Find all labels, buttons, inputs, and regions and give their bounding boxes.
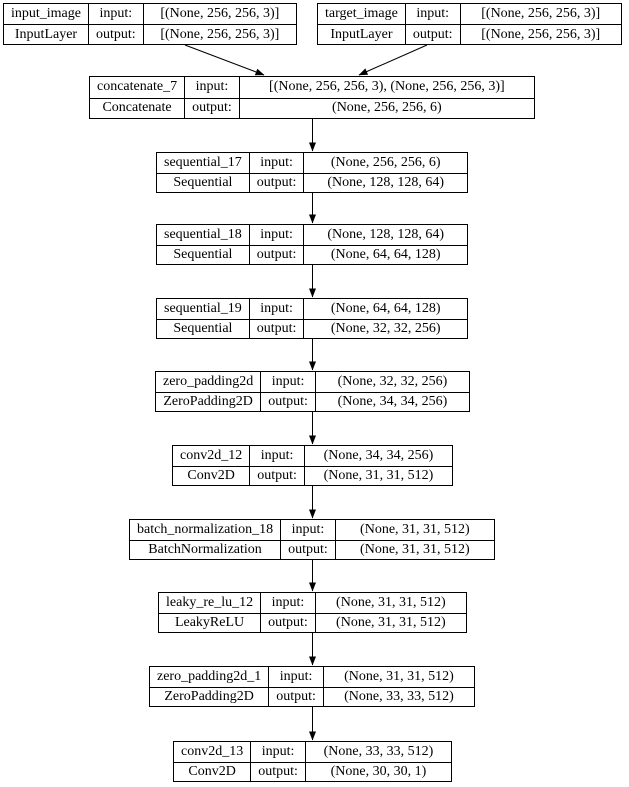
input-shape: (None, 34, 34, 256)	[303, 446, 452, 466]
input-label: input:	[260, 593, 315, 613]
layer-node-input_image: input_image input: [(None, 256, 256, 3)]…	[3, 3, 297, 45]
input-label: input:	[248, 153, 304, 173]
output-shape: (None, 34, 34, 256)	[314, 391, 469, 411]
output-shape: (None, 256, 256, 6)	[238, 97, 534, 118]
input-label: input:	[248, 299, 304, 319]
layer-name: zero_padding2d_1	[157, 668, 262, 684]
input-shape: (None, 256, 256, 6)	[303, 153, 467, 173]
layer-type: LeakyReLU	[159, 612, 261, 633]
output-shape: (None, 31, 31, 512)	[314, 612, 466, 632]
input-label: input:	[280, 520, 335, 540]
layer-name: input_image	[11, 6, 81, 21]
output-shape: [(None, 256, 256, 3)]	[459, 24, 621, 44]
layer-type: Conv2D	[174, 761, 251, 782]
input-shape: [(None, 256, 256, 3)]	[142, 4, 296, 24]
layer-node-sequential_17: sequential_17 input: (None, 256, 256, 6)…	[156, 152, 468, 193]
input-shape: (None, 64, 64, 128)	[303, 299, 467, 319]
input-label: input:	[184, 77, 239, 98]
layer-type: ZeroPadding2D	[156, 391, 261, 412]
input-label: input:	[88, 4, 143, 24]
output-shape: (None, 31, 31, 512)	[334, 539, 494, 559]
layer-node-zero_padding2d_1: zero_padding2d_1 input: (None, 31, 31, 5…	[149, 666, 475, 707]
output-label: output:	[260, 391, 315, 411]
input-shape: (None, 31, 31, 512)	[322, 667, 474, 687]
layer-node-concatenate_7: concatenate_7 input: [(None, 256, 256, 3…	[89, 76, 535, 119]
output-shape: (None, 64, 64, 128)	[303, 244, 467, 264]
output-label: output:	[250, 761, 305, 781]
input-shape: [(None, 256, 256, 3)]	[459, 4, 622, 24]
layer-name: target_image	[325, 6, 398, 21]
input-label: input:	[250, 742, 305, 762]
layer-type: Sequential	[157, 318, 249, 339]
layer-node-target_image: target_image input: [(None, 256, 256, 3)…	[317, 3, 622, 45]
output-shape: (None, 128, 128, 64)	[303, 172, 467, 192]
layer-name: zero_padding2d	[163, 373, 254, 389]
output-label: output:	[88, 24, 143, 44]
layer-name: sequential_17	[164, 154, 242, 170]
layer-type: InputLayer	[4, 24, 88, 44]
output-label: output:	[268, 686, 323, 706]
layer-name: concatenate_7	[97, 79, 178, 95]
layer-node-leaky_re_lu_12: leaky_re_lu_12 input: (None, 31, 31, 512…	[158, 592, 467, 633]
layer-name: conv2d_13	[181, 743, 244, 759]
layer-name: batch_normalization_18	[137, 521, 274, 537]
layer-type: Sequential	[157, 172, 249, 193]
output-label: output:	[260, 612, 315, 632]
input-shape: (None, 128, 128, 64)	[303, 225, 467, 245]
layer-type: Concatenate	[90, 97, 185, 119]
layer-node-zero_padding2d: zero_padding2d input: (None, 32, 32, 256…	[155, 371, 470, 412]
output-label: output:	[404, 24, 460, 44]
output-label: output:	[184, 97, 239, 118]
output-shape: (None, 31, 31, 512)	[303, 465, 452, 485]
output-label: output:	[280, 539, 335, 559]
layer-type: Sequential	[157, 244, 249, 265]
edge-input_image-to-concatenate_7	[184, 44, 265, 76]
output-label: output:	[249, 465, 304, 485]
input-label: input:	[260, 372, 315, 392]
layer-name: conv2d_12	[180, 447, 243, 463]
layer-type: ZeroPadding2D	[150, 686, 269, 707]
layer-name: leaky_re_lu_12	[166, 594, 254, 610]
edge-target_image-to-concatenate_7	[358, 44, 428, 76]
input-shape: (None, 31, 31, 512)	[314, 593, 466, 613]
layer-type: Conv2D	[173, 465, 250, 486]
output-label: output:	[248, 318, 304, 338]
output-label: output:	[248, 244, 304, 264]
layer-name: sequential_18	[164, 226, 242, 242]
layer-node-sequential_19: sequential_19 input: (None, 64, 64, 128)…	[156, 298, 468, 339]
input-label: input:	[248, 225, 304, 245]
layer-type: InputLayer	[318, 24, 405, 44]
layer-node-batch_normalization_18: batch_normalization_18 input: (None, 31,…	[129, 519, 495, 560]
input-shape: (None, 33, 33, 512)	[304, 742, 451, 762]
input-shape: [(None, 256, 256, 3), (None, 256, 256, 3…	[238, 77, 534, 98]
layer-node-conv2d_13: conv2d_13 input: (None, 33, 33, 512) Con…	[173, 741, 452, 782]
input-label: input:	[404, 4, 460, 24]
layer-node-conv2d_12: conv2d_12 input: (None, 34, 34, 256) Con…	[172, 445, 453, 486]
layer-name: sequential_19	[164, 300, 242, 316]
input-label: input:	[268, 667, 323, 687]
output-shape: (None, 33, 33, 512)	[322, 686, 474, 706]
layer-node-sequential_18: sequential_18 input: (None, 128, 128, 64…	[156, 224, 468, 265]
input-shape: (None, 32, 32, 256)	[314, 372, 469, 392]
input-shape: (None, 31, 31, 512)	[334, 520, 494, 540]
output-shape: (None, 30, 30, 1)	[304, 761, 451, 781]
output-label: output:	[248, 172, 304, 192]
input-label: input:	[249, 446, 304, 466]
output-shape: (None, 32, 32, 256)	[303, 318, 467, 338]
output-shape: [(None, 256, 256, 3)]	[142, 24, 296, 44]
layer-type: BatchNormalization	[130, 539, 281, 560]
